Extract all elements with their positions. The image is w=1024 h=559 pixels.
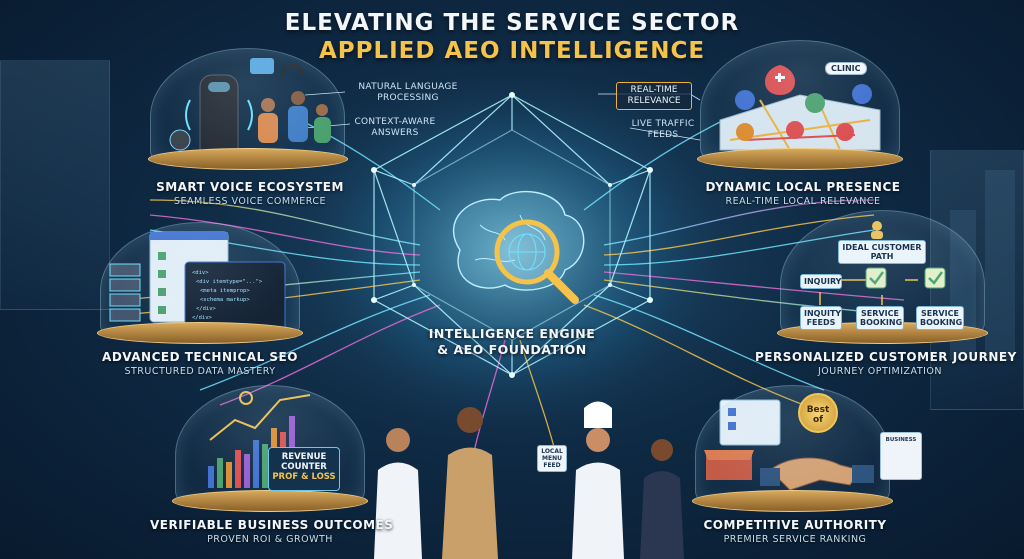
callout-nlp: NATURAL LANGUAGE PROCESSING <box>358 82 458 103</box>
code-line: <schema markup> <box>200 297 250 303</box>
people-icon <box>374 401 684 559</box>
revenue-line2: COUNTER <box>281 462 327 472</box>
core-label-line2: & AEO FOUNDATION <box>437 342 587 357</box>
local-subtitle: REAL-TIME LOCAL RELEVANCE <box>725 196 881 207</box>
local-title: DYNAMIC LOCAL PRESENCE <box>705 180 901 194</box>
outcomes-subtitle: PROVEN ROI & GROWTH <box>207 534 333 545</box>
journey-subtitle: JOURNEY OPTIMIZATION <box>817 366 943 377</box>
code-line: </div> <box>196 306 216 312</box>
callout-traffic: LIVE TRAFFIC FEEDS <box>631 119 695 140</box>
clinic-tag: CLINIC <box>825 62 867 75</box>
code-line: <meta itemprop> <box>200 288 250 294</box>
revenue-counter: REVENUE COUNTER PROF & LOSS <box>268 447 340 491</box>
seo-dome <box>100 222 300 337</box>
seo-title: ADVANCED TECHNICAL SEO <box>102 350 298 364</box>
authority-dome <box>695 385 890 503</box>
journey-path-label: IDEAL CUSTOMER PATH <box>838 240 926 264</box>
authority-title: COMPETITIVE AUTHORITY <box>703 518 887 532</box>
seo-subtitle: STRUCTURED DATA MASTERY <box>124 366 276 377</box>
authority-dome-base <box>692 490 893 512</box>
main-subtitle: APPLIED AEO INTELLIGENCE <box>318 38 706 64</box>
seo-dome-base <box>97 322 303 344</box>
voice-subtitle: SEAMLESS VOICE COMMERCE <box>173 196 327 207</box>
voice-dome-base <box>148 148 348 170</box>
revenue-line1: REVENUE <box>281 452 327 462</box>
main-title: ELEVATING THE SERVICE SECTOR <box>284 10 740 36</box>
core-label-line1: INTELLIGENCE ENGINE <box>428 326 596 341</box>
core-nodes <box>371 92 653 378</box>
local-dome <box>700 40 900 160</box>
revenue-line3: PROF & LOSS <box>272 472 336 482</box>
local-dome-base <box>697 148 903 170</box>
journey-step-feeds: INQUITY FEEDS <box>800 306 842 330</box>
badge-line2: of <box>812 415 824 425</box>
callout-context: CONTEXT-AWARE ANSWERS <box>354 117 436 138</box>
authority-subtitle: PREMIER SERVICE RANKING <box>723 534 867 545</box>
journey-title: PERSONALIZED CUSTOMER JOURNEY <box>755 350 1017 364</box>
local-menu-tag: LOCAL MENU FEED <box>537 445 567 472</box>
background-window <box>0 60 110 310</box>
code-line: <div itemtype="..."> <box>196 279 263 285</box>
journey-step-booking: SERVICE BOOKING <box>856 306 904 330</box>
business-card: BUSINESS <box>880 432 922 480</box>
journey-step-inquiry: INQUIRY <box>800 274 842 289</box>
brain-magnifier-icon <box>453 190 585 304</box>
callout-realtime: REAL-TIME RELEVANCE <box>616 82 692 110</box>
core-glow <box>282 60 742 440</box>
outcomes-dome-base <box>172 490 368 512</box>
best-of-badge: Best of <box>798 393 838 433</box>
code-line: <div> <box>192 270 209 276</box>
code-line: </div> <box>192 315 212 321</box>
badge-line1: Best <box>806 405 830 415</box>
journey-step-booking-2: SERVICE BOOKING <box>916 306 964 330</box>
background-building <box>985 170 1015 360</box>
voice-title: SMART VOICE ECOSYSTEM <box>156 180 344 194</box>
outcomes-title: VERIFIABLE BUSINESS OUTCOMES <box>150 518 394 532</box>
